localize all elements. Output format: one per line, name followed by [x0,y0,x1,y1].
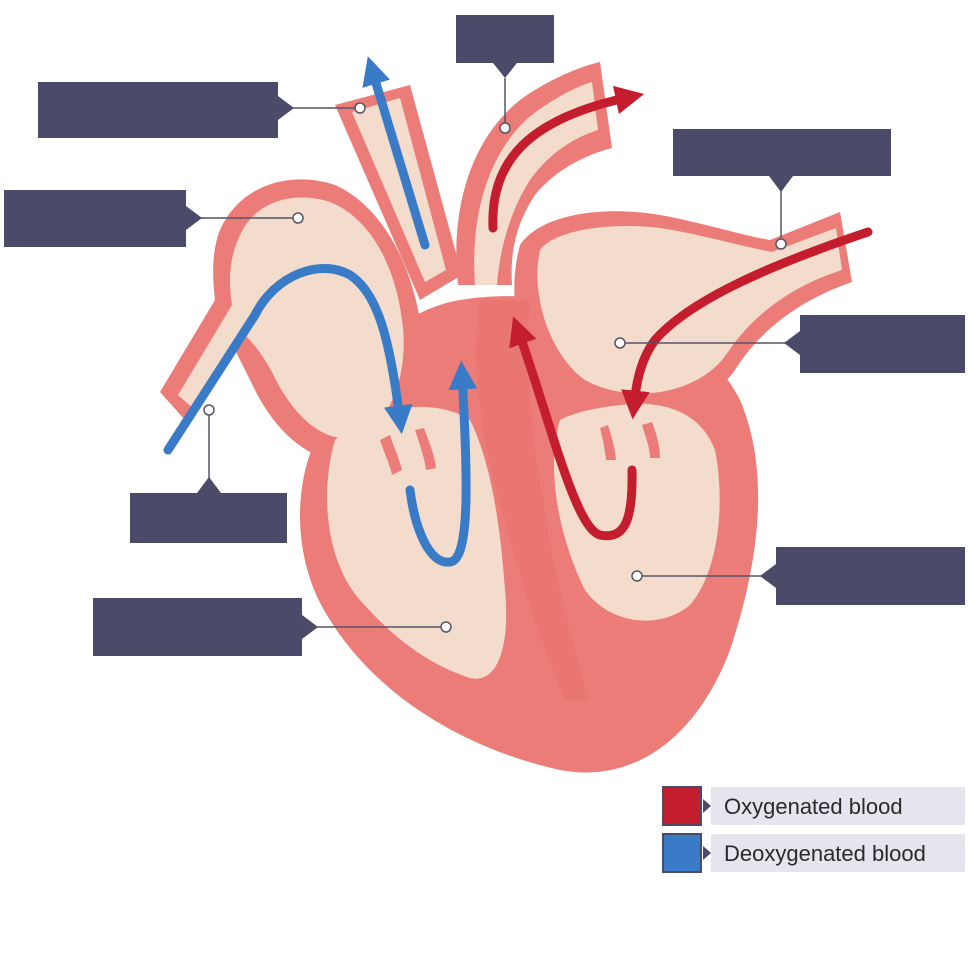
dot-top-left [354,102,366,114]
deoxygenated-flow-atrium [163,263,413,455]
label-right-upper [673,129,891,192]
valve-right [380,428,436,475]
dot-left-lower [203,404,215,416]
label-bottom-right [760,547,965,605]
oxygenated-flow-atrium [621,227,873,420]
dot-bottom-left [440,621,452,633]
legend-label-bg-deoxygenated [711,834,965,872]
label-right-middle [784,315,965,373]
dot-left-upper [292,212,304,224]
oxygenated-flow-ventricle [509,316,637,541]
leader-dots [203,102,787,633]
label-left-lower [130,477,287,543]
label-top-center [456,15,554,78]
dot-bottom-right [631,570,643,582]
septum [476,300,590,700]
leader-lines [200,78,785,628]
dot-top-center [499,122,511,134]
blood-flow [163,56,873,567]
legend: Oxygenated blood Deoxygenated blood [662,786,965,873]
label-top-left [38,82,294,138]
label-left-upper [4,190,202,247]
deoxygenated-flow-ventricle [405,360,478,567]
legend-swatch-oxygenated [662,786,702,826]
legend-item-deoxygenated: Deoxygenated blood [662,833,965,873]
legend-label-oxygenated: Oxygenated blood [724,794,903,819]
legend-swatch-deoxygenated [662,833,702,873]
right-ventricle-chamber [327,406,507,679]
label-bottom-left [93,598,318,656]
label-boxes [4,15,965,656]
aorta-lumen [474,82,598,285]
legend-label-bg-oxygenated [711,787,965,825]
deoxygenated-flow-pulmonary [362,56,430,250]
oxygenated-flow-aorta [488,85,645,233]
legend-label-deoxygenated: Deoxygenated blood [724,841,926,866]
valve-left [600,422,660,460]
right-atrium-chamber [178,197,404,439]
dot-right-upper [775,238,787,250]
left-ventricle-chamber [554,403,720,621]
legend-item-oxygenated: Oxygenated blood [662,786,965,826]
dot-right-middle [614,337,626,349]
